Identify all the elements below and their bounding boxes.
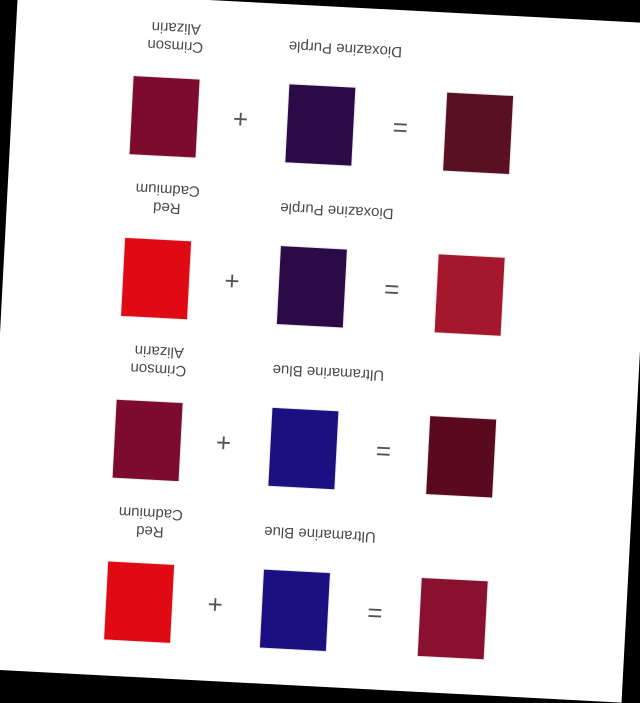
second-pigment-label-line-1: Ultramarine Blue <box>272 360 385 384</box>
plus-sign: + <box>223 265 241 296</box>
second-pigment-label: Dioxazine Purple <box>260 35 431 62</box>
equals-sign: = <box>391 111 409 143</box>
first-pigment-label: Red Cadmium <box>85 500 217 543</box>
equals-sign: = <box>375 435 392 467</box>
mix-row-4: Red Cadmium Ultramarine Blue + = <box>0 495 631 698</box>
mixed-result-swatch <box>417 577 488 660</box>
second-pigment-label: Dioxazine Purple <box>252 197 423 224</box>
plus-sign: + <box>232 103 249 135</box>
mixed-result-swatch <box>443 92 514 174</box>
second-pigment-label-line-1: Dioxazine Purple <box>288 37 403 61</box>
first-pigment-label: Red Cadmium <box>101 177 233 220</box>
plus-sign: + <box>215 427 232 458</box>
second-pigment-swatch <box>259 569 330 652</box>
second-pigment-label: Ultramarine Blue <box>235 520 406 547</box>
first-pigment-swatch <box>121 237 192 320</box>
first-pigment-swatch <box>104 561 175 643</box>
equals-sign: = <box>383 273 401 305</box>
second-pigment-label-line-1: Ultramarine Blue <box>263 522 377 546</box>
mixed-result-swatch <box>434 254 505 336</box>
first-pigment-label: Crimson Alizarin <box>110 15 242 58</box>
second-pigment-swatch <box>268 407 339 490</box>
mixed-result-swatch <box>426 416 497 498</box>
second-pigment-swatch <box>285 84 356 166</box>
equals-sign: = <box>366 597 384 628</box>
second-pigment-label-line-1: Dioxazine Purple <box>279 199 394 222</box>
first-pigment-swatch <box>129 76 200 158</box>
second-pigment-label: Ultramarine Blue <box>243 358 414 385</box>
first-pigment-swatch <box>112 399 183 482</box>
plus-sign: + <box>206 588 224 620</box>
second-pigment-swatch <box>276 246 347 328</box>
first-pigment-label: Crimson Alizarin <box>93 339 225 382</box>
